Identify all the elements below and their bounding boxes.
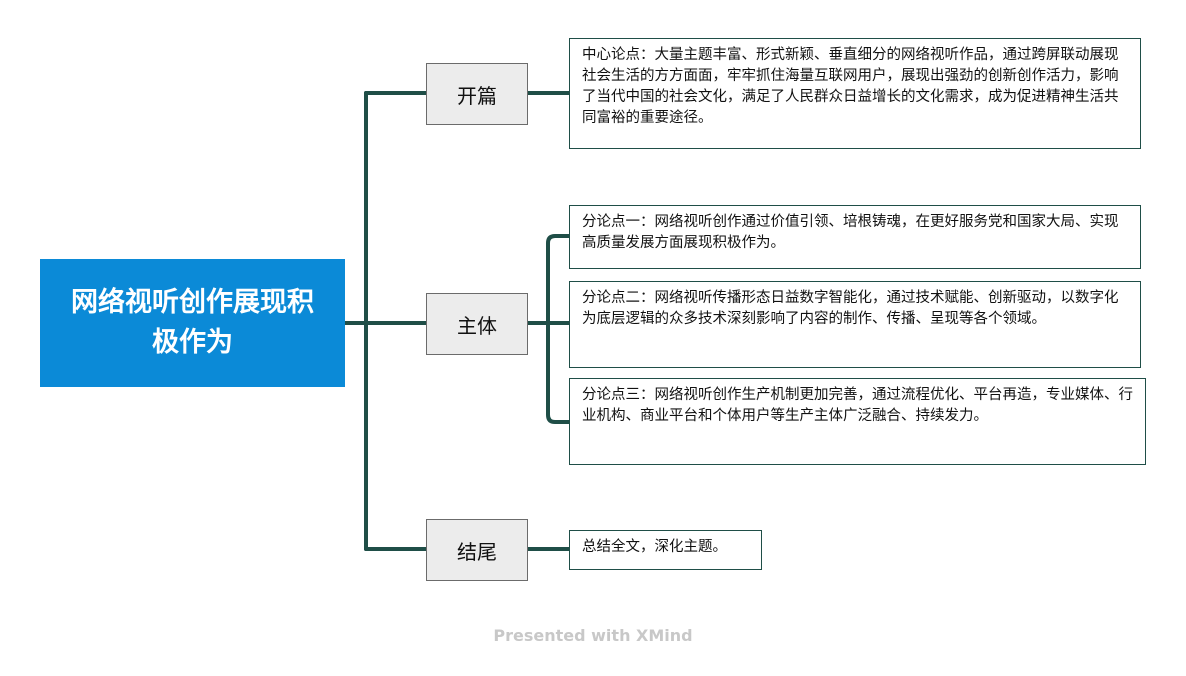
leaf-sub-argument-2[interactable]: 分论点二：网络视听传播形态日益数字智能化，通过技术赋能、创新驱动，以数字化为底层…	[569, 281, 1141, 368]
leaf-central-argument[interactable]: 中心论点：大量主题丰富、形式新颖、垂直细分的网络视听作品，通过跨屏联动展现社会生…	[569, 38, 1141, 149]
leaf-sub-argument-1[interactable]: 分论点一：网络视听创作通过价值引领、培根铸魂，在更好服务党和国家大局、实现高质量…	[569, 205, 1141, 269]
root-topic[interactable]: 网络视听创作展现积极作为	[40, 259, 345, 387]
connector-zhuti-vertical	[546, 234, 571, 424]
branch-jiewei[interactable]: 结尾	[426, 519, 528, 581]
leaf-sub-argument-3[interactable]: 分论点三：网络视听创作生产机制更加完善，通过流程优化、平台再造，专业媒体、行业机…	[569, 378, 1146, 465]
branch-zhuti[interactable]: 主体	[426, 293, 528, 355]
leaf-conclusion[interactable]: 总结全文，深化主题。	[569, 530, 762, 570]
footer-watermark: Presented with XMind	[493, 626, 693, 645]
branch-kaipian[interactable]: 开篇	[426, 63, 528, 125]
